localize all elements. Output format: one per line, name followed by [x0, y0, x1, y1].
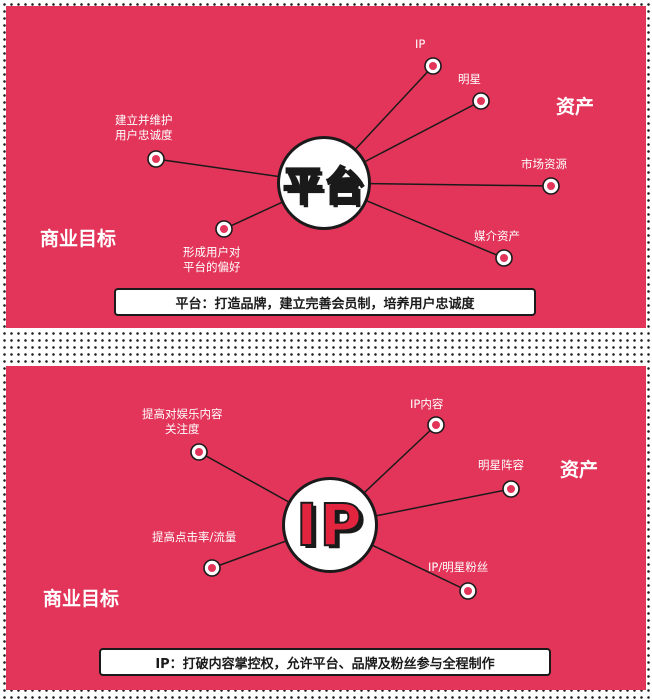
node-marker-dot [195, 448, 203, 456]
node-label-star: 明星 [458, 72, 481, 86]
node-marker-dot [432, 421, 440, 429]
node-label-clicks-traffic: 提高点击率/流量 [152, 530, 237, 544]
node-marker-dot [507, 485, 515, 493]
node-marker-dot [208, 564, 216, 572]
node-marker-dot [152, 155, 160, 163]
node-label-platform-preference: 形成用户对 平台的偏好 [183, 245, 241, 274]
ip-summary-banner: IP：打破内容掌控权，允许平台、品牌及粉丝参与全程制作 [99, 648, 551, 676]
node-label-user-loyalty: 建立并维护 用户忠诚度 [115, 113, 173, 142]
business-goal-label: 商业目标 [43, 588, 120, 610]
node-label-media-assets: 媒介资产 [474, 229, 520, 243]
platform-summary-banner: 平台：打造品牌，建立完善会员制，培养用户忠诚度 [114, 288, 536, 316]
assets-label: 资产 [556, 96, 595, 118]
node-label-market-resources: 市场资源 [521, 157, 567, 171]
node-marker-dot [500, 254, 508, 262]
node-label-ip: IP [415, 37, 426, 51]
platform-hub-title: 平台 [282, 163, 365, 211]
node-label-entertainment-attention: 提高对娱乐内容 关注度 [142, 407, 223, 436]
node-marker-dot [220, 225, 228, 233]
ip-panel: IP IP内容 明星阵容 IP/明星粉丝 提高对娱乐内容 关注度 提高点击率/流… [6, 366, 646, 690]
node-marker-dot [429, 62, 437, 70]
platform-panel: 平台 IP 明星 市场资源 媒介资产 建立并维护 用户忠诚度 形成用户对 平台的… [6, 6, 646, 328]
ip-hub-title: IP [295, 490, 365, 560]
node-marker-dot [547, 182, 555, 190]
node-label-ip-fans: IP/明星粉丝 [428, 560, 489, 574]
assets-label: 资产 [560, 459, 599, 481]
node-marker-dot [464, 587, 472, 595]
ip-hub-circle: IP [282, 477, 378, 573]
node-label-ip-content: IP内容 [410, 397, 444, 411]
platform-hub-circle: 平台 [277, 136, 371, 230]
node-label-star-lineup: 明星阵容 [478, 458, 524, 472]
node-marker-dot [477, 97, 485, 105]
business-goal-label: 商业目标 [40, 228, 117, 250]
ip-connector-lines [190, 416, 520, 600]
